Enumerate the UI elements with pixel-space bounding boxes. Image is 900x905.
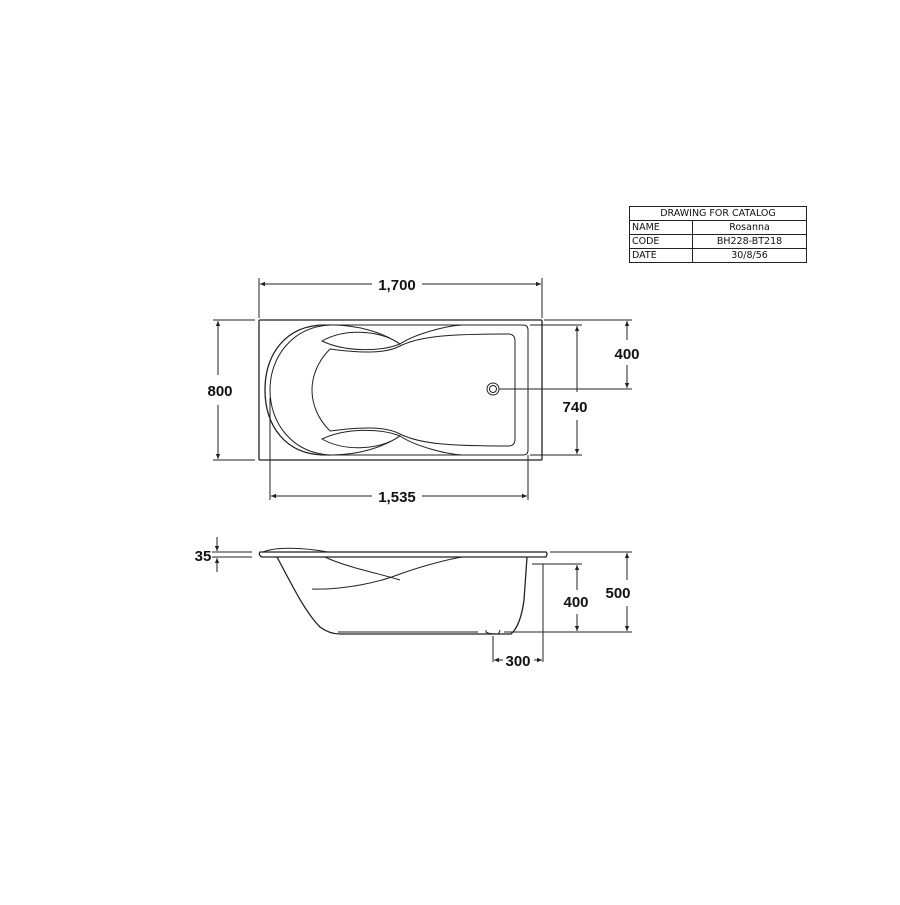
title-block-value: 30/8/56 bbox=[692, 248, 807, 263]
side-drain-foot bbox=[485, 629, 501, 635]
dim-overall-height: 500 bbox=[605, 585, 630, 602]
side-rim bbox=[258, 551, 548, 558]
headrest-outer-curve bbox=[264, 324, 326, 456]
plan-view bbox=[258, 319, 543, 461]
dim-drain-from-end: 300 bbox=[505, 653, 530, 670]
side-headrest bbox=[262, 547, 329, 553]
tub-inner-rim bbox=[320, 324, 529, 456]
side-body bbox=[276, 556, 528, 635]
side-flow-line-b bbox=[311, 556, 463, 590]
side-dimensions: 35 500 400 300 bbox=[195, 537, 632, 670]
basin-foot-end bbox=[507, 333, 516, 447]
dim-drain-offset: 400 bbox=[614, 346, 639, 363]
armrest-top bbox=[320, 331, 402, 351]
dim-rim-thickness: 35 bbox=[195, 548, 212, 565]
side-view bbox=[258, 547, 548, 635]
dim-inner-length: 1,535 bbox=[378, 489, 416, 506]
dim-inner-depth: 400 bbox=[563, 594, 588, 611]
flow-line-top-outer bbox=[324, 324, 463, 345]
dim-inner-width: 740 bbox=[562, 399, 587, 416]
dim-overall-length: 1,700 bbox=[378, 277, 416, 294]
tub-outer-rim bbox=[258, 319, 543, 461]
headrest-inner-curve bbox=[269, 324, 331, 456]
side-flow-line-a bbox=[324, 556, 401, 581]
title-block-row-date: DATE 30/8/56 bbox=[629, 248, 807, 263]
armrest-bottom bbox=[320, 429, 402, 449]
drain-inner-icon bbox=[489, 385, 497, 393]
flow-line-bottom-inner bbox=[329, 427, 509, 447]
title-block-label: CODE bbox=[629, 234, 693, 249]
flow-line-bottom-outer bbox=[324, 435, 463, 456]
title-block-label: DATE bbox=[629, 248, 693, 263]
title-block: DRAWING FOR CATALOG NAME Rosanna CODE BH… bbox=[629, 206, 807, 263]
plan-dimensions: 1,700 800 1,535 740 400 bbox=[207, 277, 639, 506]
title-block-value: Rosanna bbox=[692, 220, 807, 235]
title-block-row-code: CODE BH228-BT218 bbox=[629, 234, 807, 249]
flow-line-top-inner bbox=[329, 333, 509, 353]
title-block-row-name: NAME Rosanna bbox=[629, 220, 807, 235]
dim-overall-width: 800 bbox=[207, 383, 232, 400]
title-block-value: BH228-BT218 bbox=[692, 234, 807, 249]
basin-head-curve bbox=[311, 348, 331, 432]
drain-outer-icon bbox=[486, 382, 500, 396]
title-block-label: NAME bbox=[629, 220, 693, 235]
title-block-header: DRAWING FOR CATALOG bbox=[629, 206, 807, 221]
